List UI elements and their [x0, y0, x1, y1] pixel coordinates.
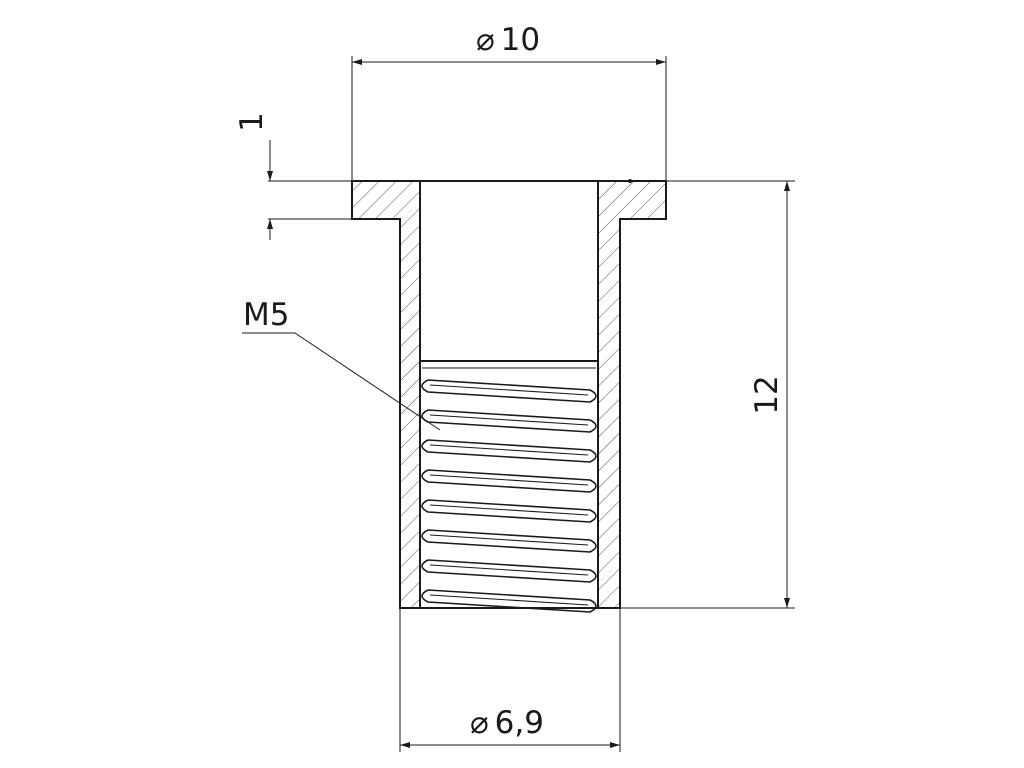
thread-crest — [421, 559, 597, 583]
thread-crest — [421, 529, 597, 553]
thread-crest — [421, 409, 597, 433]
thread-root — [429, 504, 589, 516]
thread-root — [429, 594, 589, 606]
length-label: 12 — [749, 375, 785, 414]
body-diameter-label: ⌀6,9 — [470, 705, 544, 741]
dimension-flange-thickness: 1 — [234, 112, 273, 240]
thread-label: M5 — [243, 297, 289, 333]
thread-crest — [421, 469, 597, 493]
thread-root — [429, 564, 589, 576]
thread-root — [429, 414, 589, 426]
extension-lines — [268, 56, 795, 752]
thread-callout: M5 — [242, 297, 441, 431]
left-wall-section — [351, 180, 421, 609]
dimension-body-diameter: ⌀6,9 — [400, 705, 620, 748]
thread-crest — [421, 379, 597, 403]
part-section — [351, 179, 667, 609]
thread-root — [429, 444, 589, 456]
flange-thickness-label: 1 — [234, 112, 270, 132]
thread-crest — [421, 439, 597, 463]
dimension-length: 12 — [749, 181, 790, 608]
thread-crest — [421, 499, 597, 523]
right-wall-section — [597, 180, 667, 609]
internal-thread — [421, 379, 597, 613]
diameter-symbol: ⌀ — [476, 22, 495, 58]
thread-root — [429, 534, 589, 546]
thread-root — [429, 474, 589, 486]
flange-diameter-label: ⌀10 — [476, 22, 540, 58]
diameter-symbol: ⌀ — [470, 705, 489, 741]
thread-crest — [421, 589, 597, 613]
thread-root — [429, 384, 589, 396]
dimension-flange-diameter: ⌀10 — [352, 22, 666, 65]
